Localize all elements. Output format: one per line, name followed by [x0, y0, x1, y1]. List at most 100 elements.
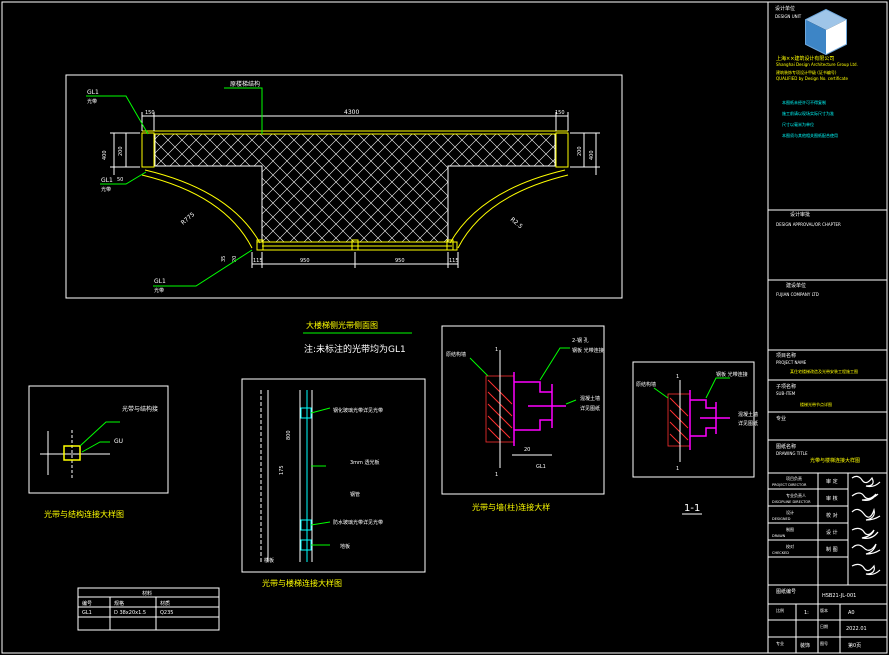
- company-label: 设计单位: [775, 5, 795, 12]
- role-3-en: DRAWN: [772, 534, 786, 538]
- detail4-right-1: 混凝土墙: [738, 411, 758, 418]
- scale-val: 1:: [804, 610, 809, 616]
- role-3-cn: 制图: [786, 526, 794, 532]
- elevation-frame: [65, 74, 623, 299]
- drawing-cn: 图纸名称: [776, 443, 796, 450]
- construction-cn: 建设单位: [786, 282, 806, 289]
- material-table: [77, 587, 220, 631]
- sub-cn: 子项名称: [776, 383, 796, 390]
- drawing-en: DRAWING TITLE: [776, 451, 808, 456]
- sheet-val: 装饰: [800, 642, 810, 649]
- detail2-note2: 3mm 透光板: [350, 459, 380, 466]
- date-val: 2022.01: [846, 626, 867, 632]
- dim-right-edge: 150: [555, 110, 565, 116]
- role-1-sig: 审 核: [826, 495, 838, 502]
- scale-label: 比例: [776, 607, 784, 613]
- label-gl1-top: GL1: [87, 89, 99, 96]
- detail4-mark-bottom: 1: [676, 466, 679, 472]
- role-3-sig: 设 计: [826, 529, 838, 536]
- detail3-callout-b: 钢板 光带连接: [572, 347, 604, 354]
- page-label: 图号: [820, 640, 828, 646]
- detail1-gl1-section: [63, 445, 81, 461]
- drawing-no: HSB21-JL-001: [822, 593, 856, 599]
- dim-radius-right: R2.5: [509, 216, 524, 230]
- qualification: 建筑装饰专项设计甲级 (证书编号): [776, 69, 837, 75]
- table-header-1: 规格: [114, 600, 124, 607]
- dim-right-height-inner: 200: [577, 146, 583, 156]
- detail4-side-left: 原结构墙: [636, 381, 656, 388]
- dim-left-small-a: 35: [221, 256, 227, 262]
- detail2-note4: 防水玻璃光带详见光带: [333, 519, 383, 526]
- detail3-right-2: 详见图纸: [580, 405, 600, 412]
- ver-val: A0: [848, 610, 855, 616]
- project-cn: 项目名称: [776, 352, 796, 359]
- detail3-frame: [441, 325, 605, 495]
- project-val: 某住宅楼梯改造及光带安装工程施工图: [790, 368, 858, 374]
- dim-left-small: 50: [117, 177, 123, 183]
- label-gl1-bottom-sub: 光带: [154, 287, 164, 294]
- company-label-en: DESIGN UNIT: [775, 14, 802, 19]
- light-band-outline: [141, 130, 569, 251]
- table-cell-0-1: D 38x20x1.5: [114, 610, 146, 616]
- table-header-2: 材质: [160, 600, 170, 607]
- dim-bottom-right-end: 115: [449, 258, 459, 264]
- role-0-sig: 审 定: [826, 478, 838, 485]
- detail3-right-1: 混凝土墙: [580, 395, 600, 402]
- note-3: 本图须与其他相关图纸配合使用: [782, 132, 838, 138]
- detail1-title: 光带与结构连接大样图: [44, 509, 124, 519]
- approval-en: DESIGN APPROVAL/OR CHAPTER: [776, 222, 841, 227]
- company-logo: [805, 8, 847, 56]
- label-gl1-bottom: GL1: [154, 278, 166, 285]
- elevation-note: 注:未标注的光带均为GL1: [304, 343, 406, 355]
- role-4-sig: 制 图: [826, 546, 838, 553]
- table-cell-0-2: Q235: [160, 610, 173, 616]
- drawing-no-label: 图纸编号: [776, 588, 796, 595]
- role-1-en: DISCIPLINE DIRECTOR: [772, 500, 811, 504]
- table-title: 材料: [142, 590, 152, 597]
- table-cell-0-0: GL1: [82, 610, 92, 616]
- label-gl1-mid: GL1: [101, 177, 113, 184]
- dim-bottom-mid-left: 950: [300, 258, 310, 264]
- elevation-leaders: [86, 87, 263, 287]
- ver-label: 版本: [820, 607, 828, 613]
- detail4-callout: 钢板 光带连接: [716, 371, 748, 378]
- detail3-dim-b: GL1: [536, 464, 546, 470]
- dim-bottom-mid-right: 950: [395, 258, 405, 264]
- role-2-en: DESIGNED: [772, 517, 791, 521]
- detail1-callout-gl: GU: [114, 438, 123, 445]
- approval-cn: 设计审批: [790, 211, 810, 218]
- detail2-note3: 钢管: [350, 491, 360, 498]
- detail3-callout-a: 2-钢 孔: [572, 337, 589, 344]
- dim-left-edge: 150: [145, 110, 155, 116]
- role-4-en: CHECKED: [772, 551, 789, 555]
- detail2-frame: [241, 378, 426, 573]
- detail2-dim-a: 800: [286, 430, 292, 440]
- detail4-title: 1-1: [684, 503, 700, 514]
- sub-en: SUB-ITEM: [776, 391, 796, 396]
- detail1-frame: [28, 385, 169, 494]
- detail3-mark-top: 1: [495, 347, 498, 353]
- company-name-cn: 上海××建筑设计有限公司: [776, 55, 834, 62]
- detail2-title: 光带与楼梯连接大样图: [262, 578, 342, 588]
- table-header-0: 编号: [82, 600, 92, 607]
- detail2-dim-b: 175: [279, 465, 285, 475]
- label-gl1-mid-sub: 光带: [101, 186, 111, 193]
- label-stair-member: 原楼梯结构: [230, 80, 260, 88]
- role-2-cn: 设计: [786, 509, 794, 515]
- page-val: 第0页: [848, 642, 861, 649]
- dim-top-total: 4300: [344, 109, 359, 116]
- detail4-mark-top: 1: [676, 374, 679, 380]
- sheet-info-label: 专业: [776, 415, 786, 422]
- elevation-title: 大楼梯侧光带侧面图: [306, 320, 378, 330]
- detail3-side-left: 原结构墙: [446, 351, 466, 358]
- role-4-cn: 校对: [786, 543, 794, 549]
- construction-val: FUJIAN COMPANY LTD: [776, 292, 819, 297]
- role-0-en: PROJECT DIRECTOR: [772, 483, 807, 487]
- detail2-note1: 钢化玻璃光带详见光带: [333, 407, 383, 414]
- detail2-note6: 楼板: [264, 557, 274, 564]
- role-1-cn: 专业负责人: [786, 492, 806, 498]
- date-label: 日期: [820, 623, 828, 629]
- detail2-note5: 地板: [340, 543, 350, 550]
